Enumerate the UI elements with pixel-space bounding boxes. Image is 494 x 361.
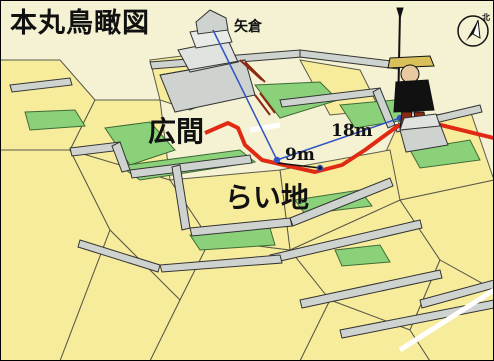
label-raichi: らい地 [225,181,310,214]
stairs [239,59,276,116]
castle-walls [9,49,494,339]
compass-label: 北 [482,13,490,22]
label-hiroma: 広間 [148,115,205,148]
label-distance-long: 18m [331,121,373,141]
paths [249,122,494,353]
compass-icon [457,15,489,47]
label-yagura: 矢倉 [234,19,262,35]
yagura-tower [159,9,256,113]
small-building [399,113,449,153]
label-distance-short: 9m [285,145,315,165]
page-title: 本丸鳥瞰図 [10,8,150,39]
